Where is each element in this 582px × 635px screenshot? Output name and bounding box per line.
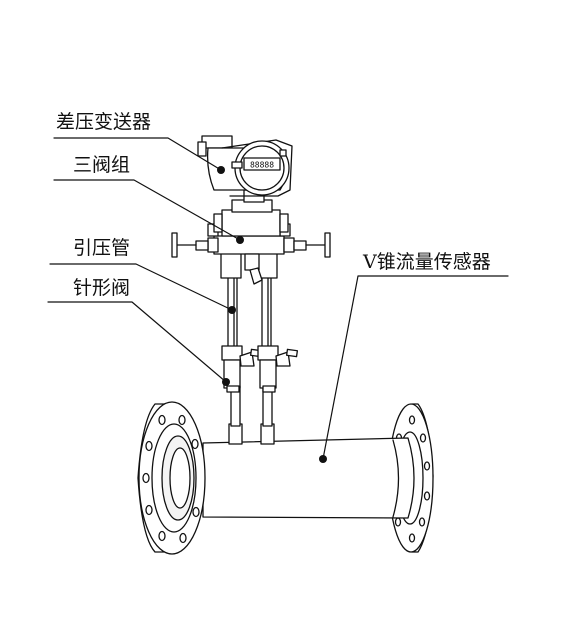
label-sensor: V锥流量传感器 (363, 251, 491, 273)
pipe-body (202, 437, 415, 519)
sensor-pipe (137, 401, 434, 555)
label-needle-valve: 针形阀 (73, 277, 131, 299)
needle-valves (221, 345, 299, 393)
leader-lines (47, 137, 509, 460)
left-flange (137, 401, 206, 555)
valve-manifold (171, 199, 331, 285)
dp-transmitter: 88888 (197, 135, 293, 203)
transmitter-display: 88888 (250, 161, 274, 170)
label-impulse-pipe: 引压管 (73, 237, 131, 259)
label-transmitter: 差压变送器 (56, 111, 152, 133)
label-valve-manifold: 三阀组 (73, 154, 131, 176)
leader-dots (217, 166, 327, 463)
